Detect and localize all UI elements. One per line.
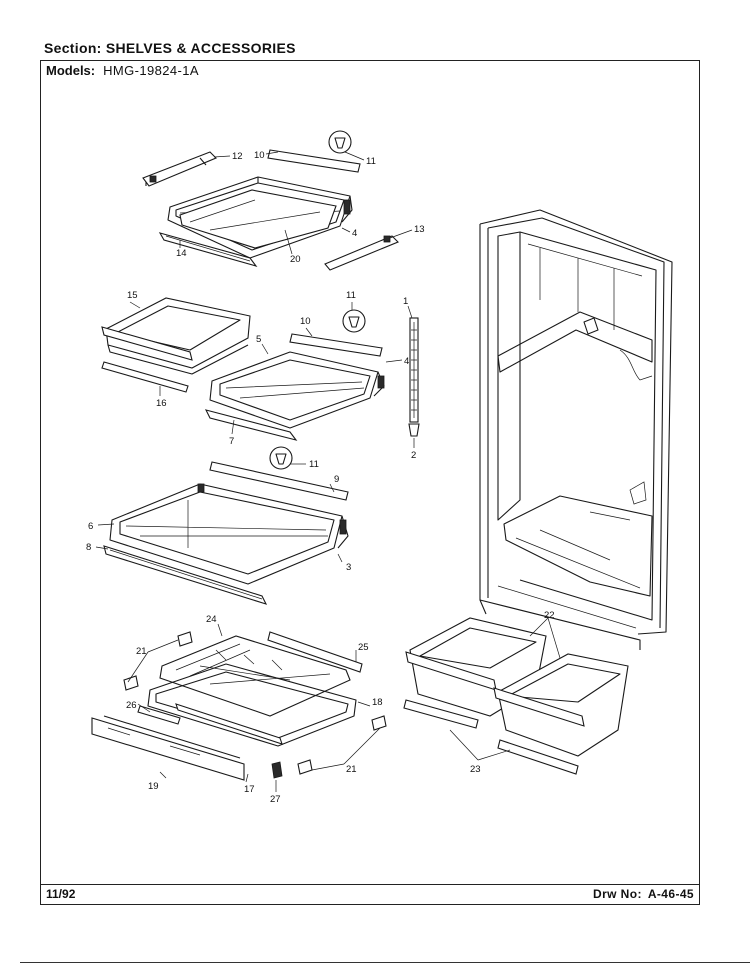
part-label-12: 12 bbox=[232, 151, 243, 162]
part-label-27: 27 bbox=[270, 794, 281, 805]
page-bottom-rule bbox=[20, 962, 750, 963]
part-label-25: 25 bbox=[358, 642, 369, 653]
drawing-number-block: Drw No: A-46-45 bbox=[593, 887, 694, 901]
part-label-11-mid: 11 bbox=[346, 290, 356, 301]
drawing-number-label: Drw No: bbox=[593, 887, 642, 901]
part-label-5: 5 bbox=[256, 334, 261, 345]
part-label-16: 16 bbox=[156, 398, 167, 409]
section-label: Section: bbox=[44, 40, 102, 56]
part-label-17: 17 bbox=[244, 784, 255, 795]
part-label-23: 23 bbox=[470, 764, 481, 775]
top-shelf-group bbox=[142, 130, 399, 271]
leader-lines bbox=[95, 151, 561, 792]
part-label-14: 14 bbox=[176, 248, 187, 259]
middle-shelf-group bbox=[101, 297, 420, 441]
part-label-19: 19 bbox=[148, 781, 159, 792]
drawing-number-value: A-46-45 bbox=[647, 887, 694, 901]
crisper-pans bbox=[403, 617, 629, 775]
part-label-10-top: 10 bbox=[254, 150, 265, 161]
part-label-20: 20 bbox=[290, 254, 301, 265]
part-label-26: 26 bbox=[126, 700, 137, 711]
part-label-13: 13 bbox=[414, 224, 425, 235]
part-label-8: 8 bbox=[86, 542, 91, 553]
part-label-4-mid: 4 bbox=[404, 356, 409, 367]
part-label-18: 18 bbox=[372, 697, 383, 708]
part-label-9: 9 bbox=[334, 474, 339, 485]
part-label-21-left: 21 bbox=[136, 646, 147, 657]
part-label-24: 24 bbox=[206, 614, 217, 625]
section-value: SHELVES & ACCESSORIES bbox=[105, 40, 296, 56]
drawing-frame bbox=[40, 60, 700, 905]
part-label-22: 22 bbox=[544, 610, 555, 621]
models-value: HMG-19824-1A bbox=[103, 63, 199, 78]
footer-date: 11/92 bbox=[46, 887, 76, 901]
part-label-2: 2 bbox=[411, 450, 416, 461]
part-label-21-right: 21 bbox=[346, 764, 357, 775]
part-label-11-low: 11 bbox=[309, 459, 319, 470]
part-number-labels: 12 10 11 4 13 14 20 15 11 10 5 4 1 2 16 … bbox=[86, 150, 555, 805]
refrigerator-cabinet bbox=[479, 209, 673, 650]
models-heading: Models: HMG-19824-1A bbox=[46, 63, 199, 78]
part-label-15: 15 bbox=[127, 290, 138, 301]
lower-shelf-group bbox=[103, 446, 349, 605]
part-label-7: 7 bbox=[229, 436, 234, 447]
part-label-4-top: 4 bbox=[352, 228, 357, 239]
footer-divider bbox=[40, 884, 700, 885]
part-label-11-top: 11 bbox=[366, 156, 376, 167]
section-heading: Section: SHELVES & ACCESSORIES bbox=[44, 40, 296, 56]
part-label-6: 6 bbox=[88, 521, 93, 532]
models-label: Models: bbox=[46, 63, 96, 78]
crisper-cover-group bbox=[91, 631, 387, 781]
part-label-3: 3 bbox=[346, 562, 351, 573]
part-label-1: 1 bbox=[403, 296, 408, 307]
part-label-10-mid: 10 bbox=[300, 316, 311, 327]
